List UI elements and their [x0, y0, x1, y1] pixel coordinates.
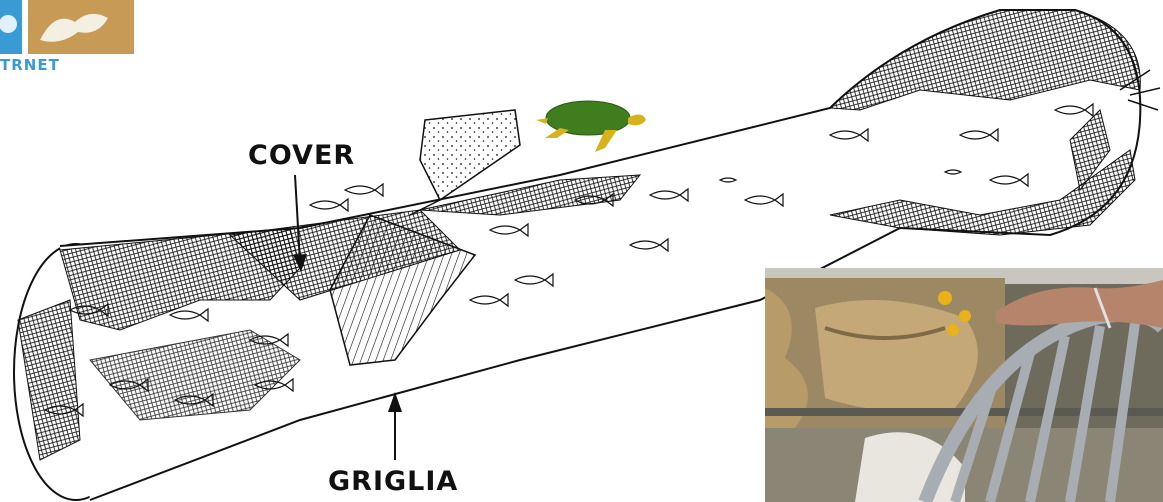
turtle-icon [536, 101, 646, 152]
photo-graphic [765, 268, 1163, 502]
fish-icon [310, 199, 348, 211]
cover-label: COVER [248, 140, 355, 171]
grid-photo [765, 268, 1163, 502]
fish-icon [345, 184, 383, 196]
griglia-label: GRIGLIA [328, 466, 458, 497]
